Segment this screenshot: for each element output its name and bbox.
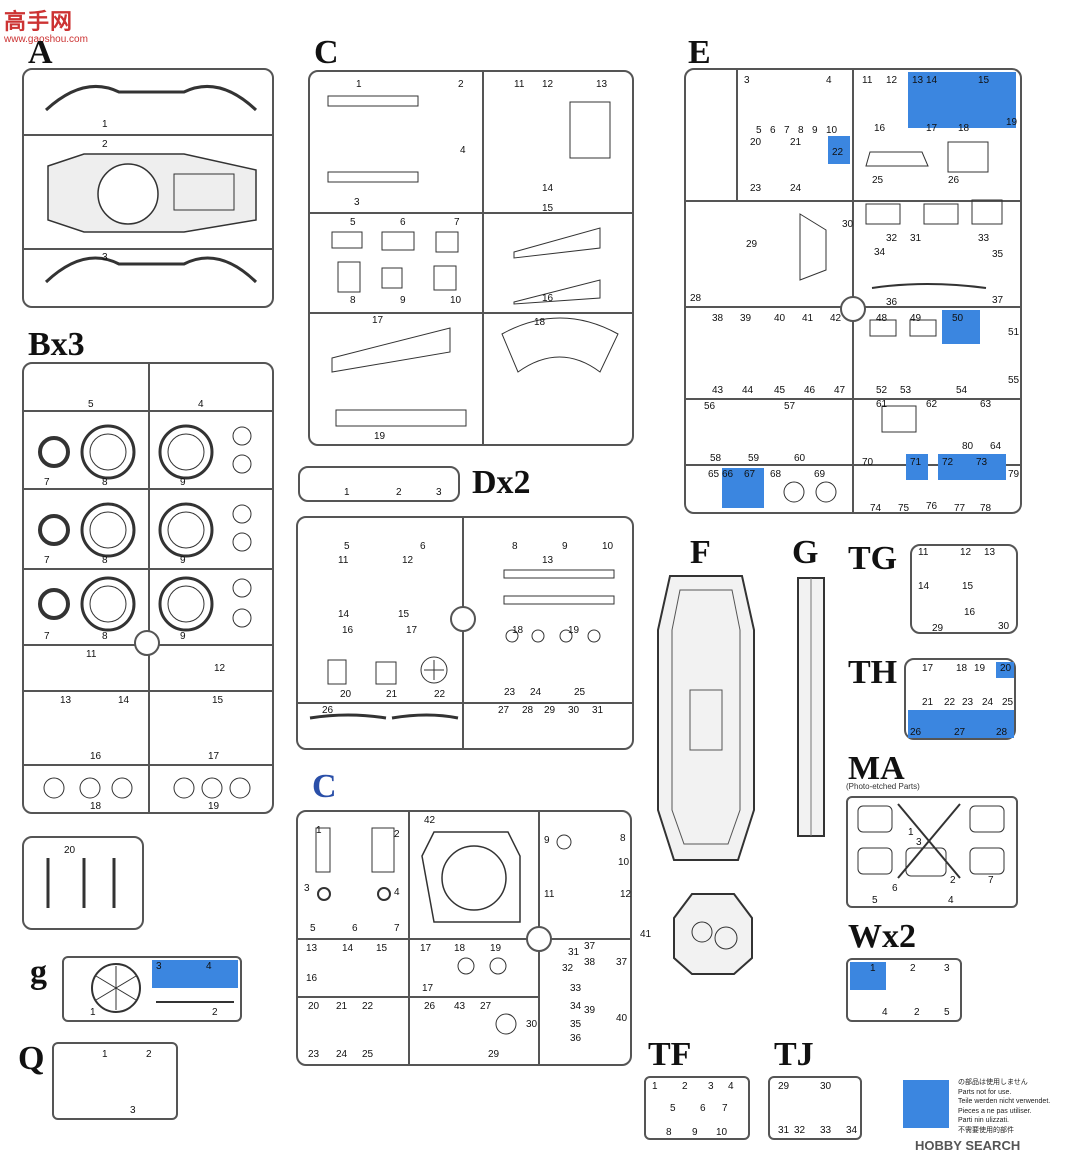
sprue-c-label: C [314, 34, 339, 71]
sprue-g-small-label: g [30, 954, 47, 991]
sprue-a-frame: 1 2 3 [22, 68, 274, 308]
sprue-th-label: TH [848, 654, 898, 691]
sprue-tj-label: TJ [774, 1036, 814, 1073]
legend-line-zh: 不需要使用的部件 [958, 1126, 1014, 1134]
sprue-g-label: G [792, 534, 819, 571]
sprue-q-label: Q [18, 1040, 45, 1077]
sprue-dx2-parts [309, 569, 615, 720]
legend-text: の部品は使用しません Parts not for use. Teile werd… [958, 1078, 1050, 1135]
sprue-ma-parts [857, 803, 1005, 879]
sprue-ma-sublabel: (Photo-etched Parts) [846, 782, 920, 791]
sprue-a-label: A [28, 34, 53, 71]
legend-line-de: Teile werden nicht verwendet. [958, 1098, 1051, 1105]
legend-line-ja: の部品は使用しません [958, 1079, 1028, 1086]
turret-part [673, 893, 753, 975]
sprue-f-label: F [690, 534, 711, 571]
watermark-hobbysearch: HOBBY SEARCH [915, 1138, 1021, 1153]
sprue-bx3-runner-20: 20 [22, 836, 144, 930]
legend-not-used-swatch [903, 1080, 949, 1128]
sprue-dx2-label: Dx2 [472, 464, 531, 501]
sprue-c-parts [327, 95, 619, 427]
sprue-a-parts [44, 84, 258, 284]
sprue-tf-label: TF [648, 1036, 692, 1073]
sprue-e-label: E [688, 34, 711, 71]
watermark-url: www.gaoshou.com [4, 34, 88, 45]
sprue-f-hull [657, 575, 755, 861]
sprue-ma-label: MA [848, 750, 905, 787]
watermark-logo: 高手网 www.gaoshou.com [4, 4, 88, 45]
sprue-c2-label: C [312, 768, 337, 805]
legend-line-it: Parti nin ulizzati. [958, 1117, 1009, 1124]
watermark-logo-text: 高手网 [4, 10, 74, 35]
legend-line-en: Parts not for use. [958, 1088, 1012, 1096]
sprue-e-parts [783, 141, 1003, 503]
sprue-tg-label: TG [848, 540, 898, 577]
sprue-wx2-label: Wx2 [848, 918, 916, 955]
sprue-c2-parts [315, 827, 572, 1035]
sprue-bx3-label: Bx3 [28, 326, 85, 363]
legend-line-fr: Pieces a ne pas utiliser. [958, 1107, 1032, 1115]
sprue-g-part [797, 577, 825, 837]
sprue-bx3-wheels [38, 424, 252, 799]
